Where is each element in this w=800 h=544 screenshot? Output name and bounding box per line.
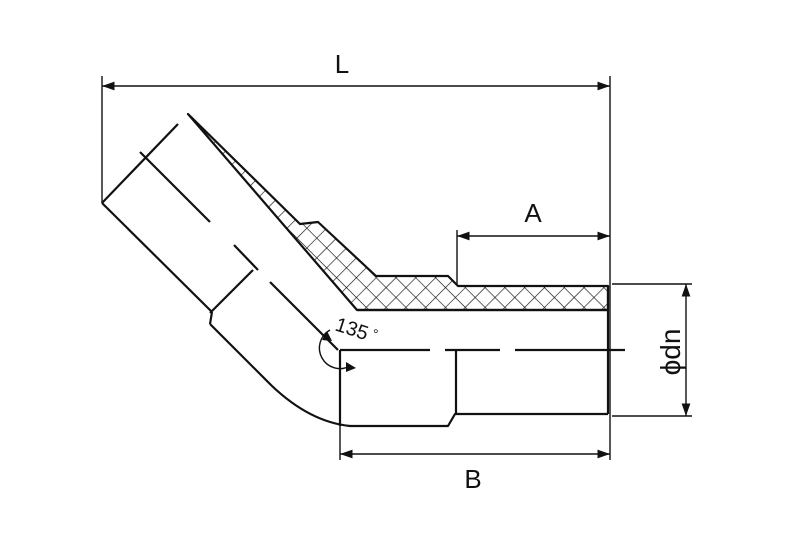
dimension-dn-label: ϕdn [655, 329, 686, 376]
dimension-L-label: L [335, 49, 349, 79]
centerlines [139, 151, 625, 352]
hatched-wall-section [186, 112, 610, 312]
dimension-B: B [339, 426, 610, 494]
dimension-dn: ϕdn [612, 283, 692, 417]
dimension-B-label: B [464, 464, 481, 494]
dimension-L: L [101, 49, 611, 460]
angle-arrow-icon [322, 331, 332, 341]
dimension-A: A [456, 198, 610, 284]
dimension-A-label: A [524, 198, 542, 228]
angle-arrow-icon [346, 362, 356, 372]
angle-arc [318, 329, 351, 370]
angle-label: 135° [332, 314, 380, 348]
